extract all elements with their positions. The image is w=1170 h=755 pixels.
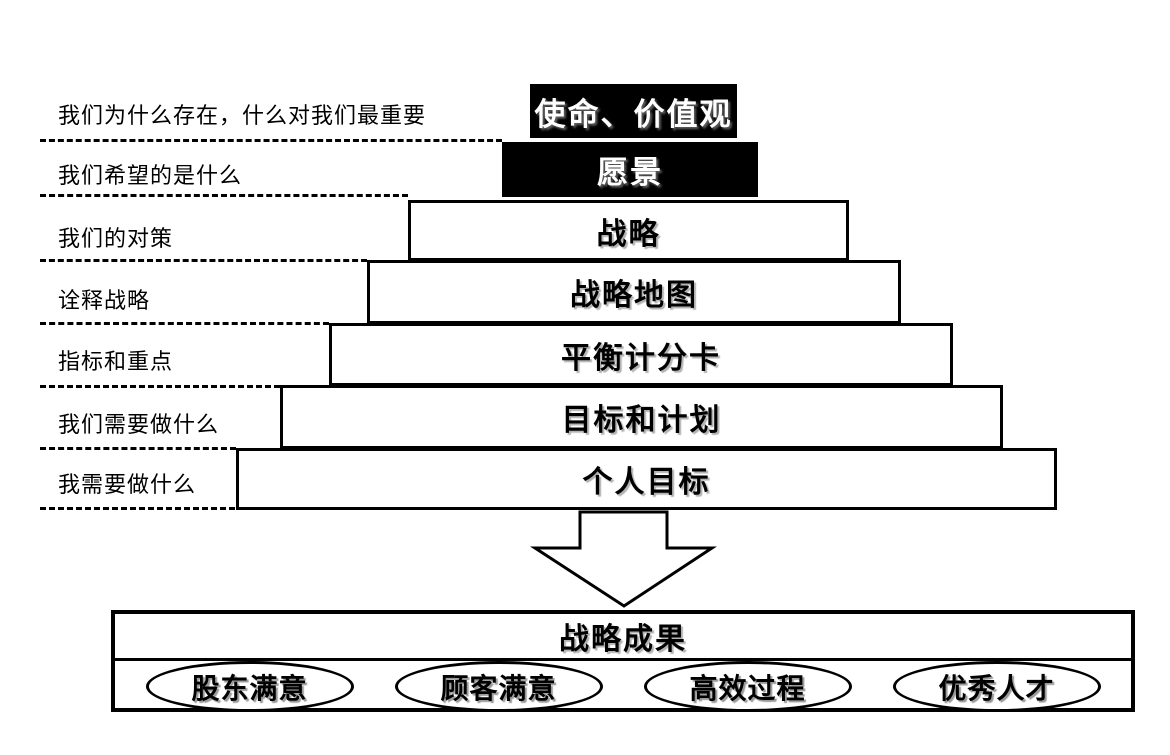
outcome-shareholder-satisfaction: 股东满意 — [145, 661, 354, 712]
pyramid-level-strategy-map: 战略地图 — [367, 260, 901, 324]
annotation-why-we-exist: 我们为什么存在，什么对我们最重要 — [58, 103, 427, 128]
pyramid-level-personal-goals: 个人目标 — [236, 448, 1057, 510]
pyramid-level-vision: 愿景 — [502, 142, 758, 197]
strategic-results-title: 战略成果 — [115, 614, 1131, 661]
annotation-what-i-must-do: 我需要做什么 — [58, 472, 197, 497]
annotation-our-approach: 我们的对策 — [58, 226, 174, 251]
pyramid-level-mission-values: 使命、价值观 — [530, 84, 737, 138]
outcome-customer-satisfaction: 顾客满意 — [394, 661, 603, 712]
pyramid-level-goals-plans: 目标和计划 — [280, 385, 1003, 449]
down-block-arrow-icon — [529, 510, 718, 608]
annotation-indicators-focus: 指标和重点 — [58, 349, 174, 374]
annotation-interpret-strategy: 诠释战略 — [58, 288, 151, 313]
dashed-separator — [40, 139, 502, 142]
dashed-separator — [40, 385, 280, 388]
pyramid-level-strategy: 战略 — [408, 200, 849, 261]
strategic-results-row: 股东满意 顾客满意 高效过程 优秀人才 — [115, 661, 1131, 712]
annotation-what-we-must-do: 我们需要做什么 — [58, 412, 220, 437]
outcome-excellent-talent: 优秀人才 — [892, 661, 1101, 712]
dashed-separator — [40, 447, 236, 450]
dashed-separator — [40, 322, 329, 325]
dashed-separator — [40, 194, 408, 197]
annotation-what-we-hope: 我们希望的是什么 — [58, 163, 243, 188]
strategic-results-panel: 战略成果 股东满意 顾客满意 高效过程 优秀人才 — [111, 610, 1135, 712]
pyramid-level-balanced-scorecard: 平衡计分卡 — [329, 323, 953, 386]
dashed-separator — [40, 259, 367, 262]
outcome-efficient-processes: 高效过程 — [643, 661, 852, 712]
